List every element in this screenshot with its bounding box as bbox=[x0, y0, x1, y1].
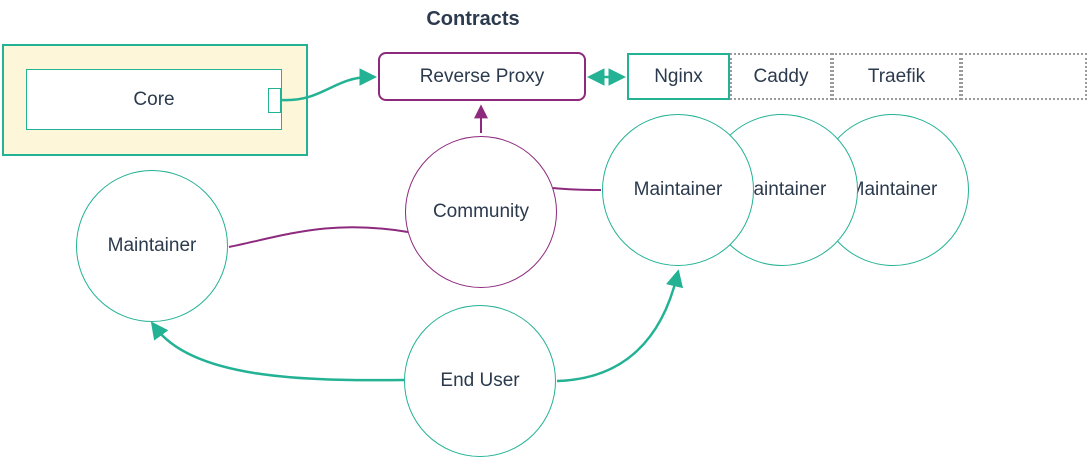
maintainer-circle-1: Maintainer bbox=[602, 114, 754, 266]
edge-community-maintainer-right bbox=[552, 187, 602, 191]
maintainer-3-label: Maintainer bbox=[848, 179, 938, 200]
end-user-circle: End User bbox=[404, 305, 556, 457]
proxy-option-empty bbox=[961, 53, 1087, 100]
community-circle: Community bbox=[405, 136, 557, 288]
edge-end-user-maintainer-right bbox=[556, 269, 684, 383]
proxy-option-nginx: Nginx bbox=[627, 53, 730, 100]
edge-community-maintainer-left bbox=[228, 226, 409, 248]
reverse-proxy-label: Reverse Proxy bbox=[419, 65, 545, 87]
diagram-title: Contracts bbox=[426, 8, 520, 30]
community-label: Community bbox=[432, 201, 530, 222]
core-port-connector bbox=[268, 88, 281, 113]
proxy-option-traefik: Traefik bbox=[832, 53, 961, 100]
caddy-label: Caddy bbox=[753, 65, 809, 87]
edge-end-user-maintainer-left bbox=[150, 321, 405, 382]
traefik-label: Traefik bbox=[867, 65, 926, 87]
maintainer-left-circle: Maintainer bbox=[76, 170, 228, 322]
proxy-option-caddy: Caddy bbox=[730, 53, 832, 100]
end-user-label: End User bbox=[440, 370, 520, 391]
nginx-label: Nginx bbox=[654, 65, 703, 87]
core-label: Core bbox=[133, 88, 175, 110]
core-node: Core bbox=[26, 69, 282, 130]
reverse-proxy-node: Reverse Proxy bbox=[378, 52, 586, 101]
maintainer-2-label: Maintainer bbox=[737, 179, 827, 200]
maintainer-1-label: Maintainer bbox=[633, 179, 723, 200]
maintainer-left-label: Maintainer bbox=[107, 235, 197, 256]
